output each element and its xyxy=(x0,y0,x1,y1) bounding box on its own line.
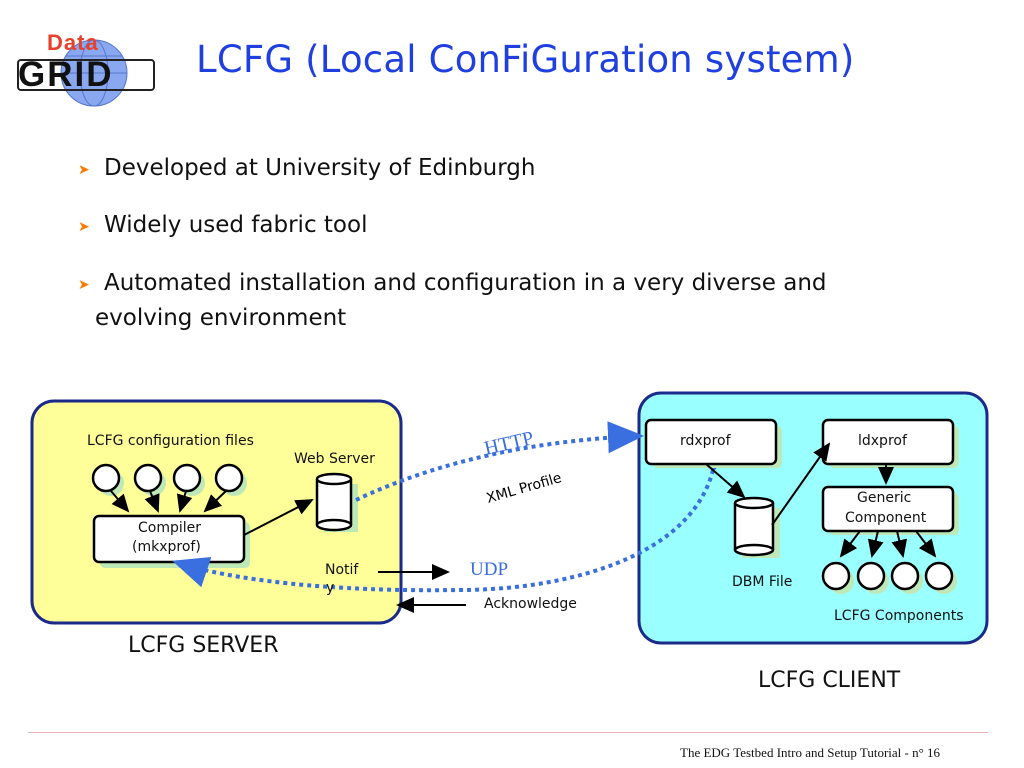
notify-label-line2: y xyxy=(326,580,335,596)
arrow-bullet-icon: ➤ xyxy=(78,277,90,293)
web-server-cylinder-icon xyxy=(315,472,358,532)
logo-text-top: Data xyxy=(47,30,99,55)
footer-text: The EDG Testbed Intro and Setup Tutorial… xyxy=(680,745,941,760)
rdxprof-box xyxy=(644,418,778,466)
xml-profile-label: XML Profile xyxy=(485,470,564,507)
acknowledge-label: Acknowledge xyxy=(484,596,577,612)
http-label: HTTP xyxy=(482,427,536,460)
rdxprof-label: rdxprof xyxy=(680,433,731,449)
compiler-label-line2: (mkxprof) xyxy=(132,539,201,555)
compiler-label-line1: Compiler xyxy=(138,520,202,536)
generic-label-line2: Component xyxy=(845,510,927,526)
dbm-file-label: DBM File xyxy=(732,574,793,590)
logo-text-bottom: GRID xyxy=(18,55,114,94)
footer-divider xyxy=(28,732,988,733)
generic-component-box xyxy=(821,485,955,533)
server-caption: LCFG SERVER xyxy=(128,633,279,658)
globe-icon xyxy=(17,39,155,107)
config-files-label: LCFG configuration files xyxy=(87,433,254,449)
bullet-text-continued: evolving environment xyxy=(95,305,347,331)
datagrid-logo xyxy=(14,28,164,108)
components-label: LCFG Components xyxy=(834,608,964,624)
arrow-bullet-icon: ➤ xyxy=(78,219,90,235)
notify-label-line1: Notif xyxy=(325,562,359,578)
component-circles xyxy=(821,561,957,594)
slide-title: LCFG (Local ConFiGuration system) xyxy=(196,38,855,81)
ldxprof-label: ldxprof xyxy=(858,433,907,449)
bullet-text: Developed at University of Edinburgh xyxy=(104,155,536,181)
bullet-text: Widely used fabric tool xyxy=(104,212,368,238)
web-server-label: Web Server xyxy=(294,451,375,467)
udp-label: UDP xyxy=(470,559,508,580)
client-caption: LCFG CLIENT xyxy=(758,668,901,693)
bullet-text: Automated installation and configuration… xyxy=(104,270,827,296)
dbm-file-cylinder-icon xyxy=(733,496,780,558)
ldxprof-box xyxy=(821,418,955,466)
generic-label-line1: Generic xyxy=(857,490,912,506)
arrow-bullet-icon: ➤ xyxy=(78,162,90,178)
